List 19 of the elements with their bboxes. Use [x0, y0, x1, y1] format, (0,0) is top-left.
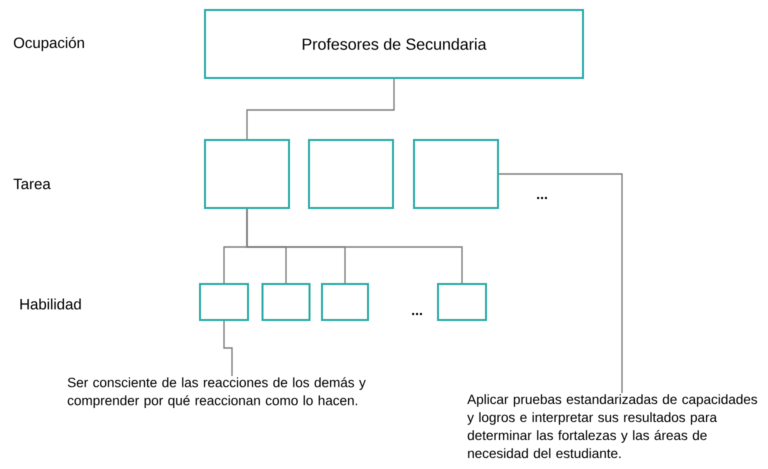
- connector-line: [246, 79, 395, 139]
- connector-line: [246, 209, 463, 283]
- connector-line: [499, 173, 623, 393]
- task-box: [413, 139, 499, 209]
- task-box: [204, 139, 290, 209]
- skill-box: [437, 283, 487, 321]
- task-box: [308, 139, 394, 209]
- level-label: Tarea: [14, 178, 51, 190]
- skill-box: [262, 283, 310, 321]
- level-label: Ocupación: [14, 36, 84, 52]
- level-label: Habilidad: [20, 298, 81, 310]
- ellipsis: ...: [412, 312, 422, 316]
- occupation-box: Profesores de Secundaria: [204, 9, 584, 79]
- description-text: Ser consciente de las reacciones de los demás y comprender por qué reaccionan como lo hacen.: [68, 377, 366, 408]
- description-text: Aplicar pruebas estandarizadas de capacidades y logros e interpretar sus resultados para determinar las fortalezas y las áreas de necesidad del estudiante.: [467, 394, 758, 458]
- connector-line: [223, 321, 233, 376]
- ellipsis: ...: [537, 196, 547, 200]
- skill-box: [199, 283, 249, 321]
- skill-box: [321, 283, 369, 321]
